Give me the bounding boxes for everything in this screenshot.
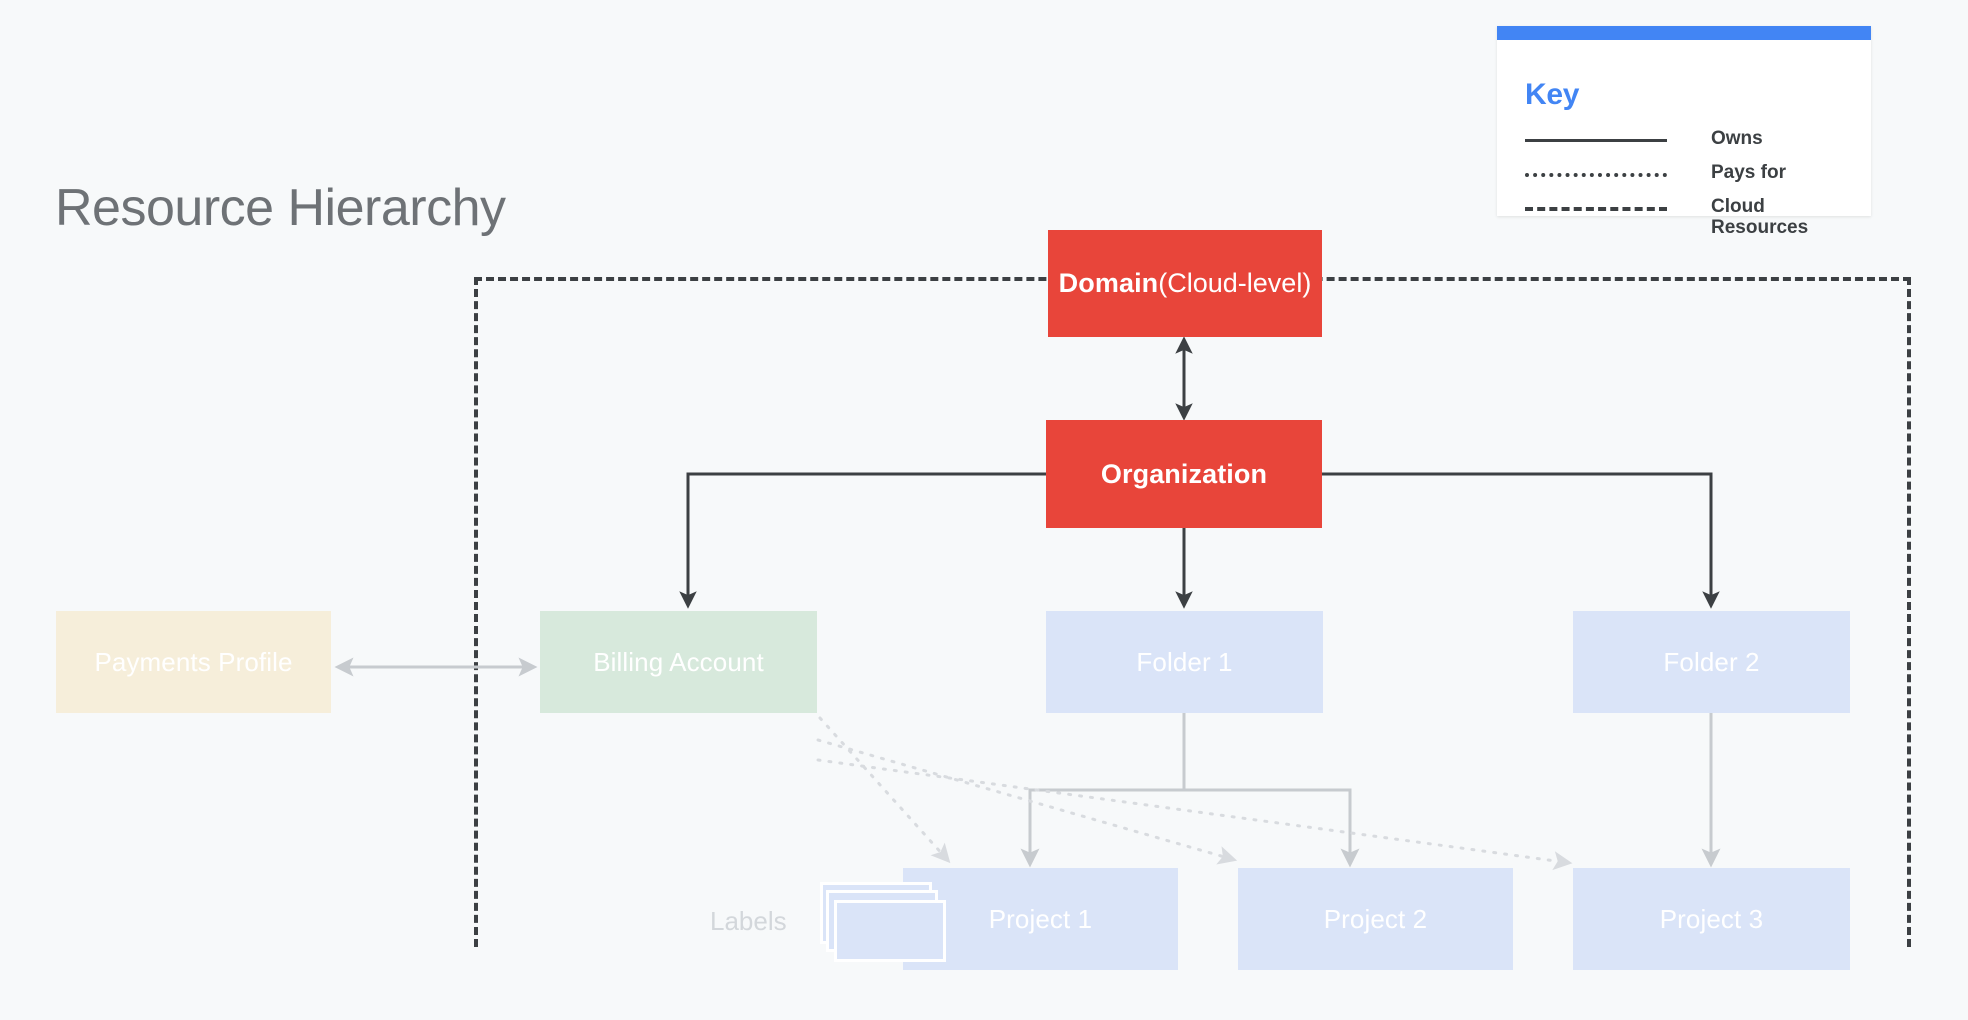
key-panel: Key Owns Pays for Cloud Resources bbox=[1497, 26, 1871, 238]
node-domain[interactable]: Domain (Cloud-level) bbox=[1048, 230, 1322, 337]
node-project-1[interactable]: Project 1 bbox=[903, 868, 1178, 970]
key-label-owns: Owns bbox=[1711, 128, 1763, 149]
node-project-3-label: Project 3 bbox=[1659, 903, 1764, 934]
dotted-line-sample bbox=[1525, 173, 1667, 177]
node-billing-account[interactable]: Billing Account bbox=[540, 611, 817, 713]
node-domain-sublabel: (Cloud-level) bbox=[1158, 268, 1312, 298]
label-card-front bbox=[834, 900, 946, 962]
node-domain-label: Domain bbox=[1058, 268, 1159, 298]
node-folder-2[interactable]: Folder 2 bbox=[1573, 611, 1850, 713]
node-billing-account-label: Billing Account bbox=[593, 646, 764, 677]
key-title: Key bbox=[1525, 78, 1580, 111]
dashed-line-sample bbox=[1525, 207, 1667, 211]
key-row-cloud-resources: Cloud Resources bbox=[1525, 196, 1855, 239]
node-folder-2-label: Folder 2 bbox=[1663, 646, 1760, 677]
key-row-pays-for: Pays for bbox=[1525, 162, 1855, 183]
node-payments-profile-label: Payments Profile bbox=[94, 646, 293, 677]
labels-annotation: Labels bbox=[710, 906, 787, 936]
node-project-1-label: Project 1 bbox=[988, 903, 1093, 934]
node-folder-1[interactable]: Folder 1 bbox=[1046, 611, 1323, 713]
key-label-cloud-resources: Cloud Resources bbox=[1711, 196, 1809, 239]
key-accent-bar bbox=[1497, 26, 1871, 40]
node-project-2-label: Project 2 bbox=[1323, 903, 1428, 934]
node-payments-profile[interactable]: Payments Profile bbox=[56, 611, 331, 713]
node-project-2[interactable]: Project 2 bbox=[1238, 868, 1513, 970]
labels-stack-icon bbox=[820, 882, 950, 962]
key-label-pays-for: Pays for bbox=[1711, 162, 1786, 183]
node-folder-1-label: Folder 1 bbox=[1136, 646, 1233, 677]
solid-line-sample bbox=[1525, 139, 1667, 142]
page-title: Resource Hierarchy bbox=[55, 179, 506, 237]
node-organization-label: Organization bbox=[1100, 458, 1268, 489]
key-row-owns: Owns bbox=[1525, 128, 1855, 149]
node-organization[interactable]: Organization bbox=[1046, 420, 1322, 528]
node-project-3[interactable]: Project 3 bbox=[1573, 868, 1850, 970]
